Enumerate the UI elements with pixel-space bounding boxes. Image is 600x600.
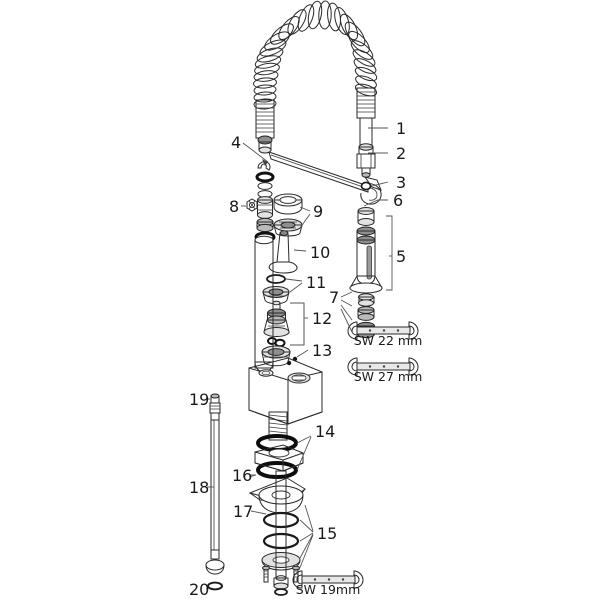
main-standpipe bbox=[254, 235, 274, 373]
callout-4: 4 bbox=[231, 133, 241, 152]
washer-stack bbox=[261, 511, 301, 571]
callout-11: 11 bbox=[306, 273, 326, 292]
callout-18: 18 bbox=[189, 478, 209, 497]
left-hose-ribbed-sleeve bbox=[255, 99, 275, 154]
part-2-hose-connector-nipple bbox=[356, 143, 376, 178]
center-rod-bottom-nut bbox=[273, 577, 289, 596]
callout-16: 16 bbox=[232, 466, 252, 485]
callout-8: 8 bbox=[229, 197, 239, 216]
callout-3: 3 bbox=[396, 173, 406, 192]
callout-6: 6 bbox=[393, 191, 403, 210]
tool-wrench-27: SW 27 mm bbox=[347, 357, 423, 384]
callout-19: 19 bbox=[189, 390, 209, 409]
part-15-screws bbox=[262, 565, 300, 583]
part-10-lift-rod-knob bbox=[268, 230, 298, 274]
callout-2: 2 bbox=[396, 144, 406, 163]
callout-14: 14 bbox=[315, 422, 335, 441]
callout-1: 1 bbox=[396, 119, 406, 138]
part-11-cap-oring bbox=[262, 274, 290, 305]
part-18-flexible-supply-hose bbox=[210, 419, 220, 551]
center-upper-stack bbox=[254, 161, 276, 243]
part-8-hex-nut bbox=[246, 198, 258, 212]
callout-13: 13 bbox=[312, 341, 332, 360]
callout-20: 20 bbox=[189, 580, 209, 599]
part-9-cap-and-seat bbox=[273, 193, 303, 237]
callout-12: 12 bbox=[312, 309, 332, 328]
part-3-small-oring bbox=[360, 181, 372, 191]
wrench-27-label: SW 27 mm bbox=[354, 369, 423, 384]
callout-10: 10 bbox=[310, 243, 330, 262]
tool-wrench-19: SW 19mm bbox=[292, 570, 364, 597]
callout-9: 9 bbox=[313, 202, 323, 221]
part-16-base-gasket bbox=[248, 477, 306, 514]
callout-numbers: 1 2 3 4 5 6 7 8 9 10 11 12 13 14 15 16 1… bbox=[189, 119, 406, 599]
part-coiled-spring-hose bbox=[253, 0, 378, 191]
part-20-hose-end-washer bbox=[205, 549, 225, 591]
part-6-holder-sleeve-ring bbox=[357, 207, 375, 226]
callout-17: 17 bbox=[233, 502, 253, 521]
tool-wrench-22: SW 22 mm bbox=[347, 321, 423, 348]
wrench-22-label: SW 22 mm bbox=[354, 333, 423, 348]
part-5-spray-holder-bracket bbox=[349, 226, 383, 294]
part-19-hose-upper-fitting bbox=[209, 393, 221, 421]
wrench-19-label: SW 19mm bbox=[296, 582, 361, 597]
leader-lines bbox=[205, 127, 393, 590]
part-1-spray-hose-lower-tube bbox=[356, 87, 376, 147]
part-12-cartridge-assembly bbox=[263, 300, 290, 348]
valve-seat-ring bbox=[261, 345, 291, 367]
callout-5: 5 bbox=[396, 247, 406, 266]
callout-7: 7 bbox=[329, 288, 339, 307]
callout-15: 15 bbox=[317, 524, 337, 543]
mixer-body-block bbox=[248, 357, 323, 425]
